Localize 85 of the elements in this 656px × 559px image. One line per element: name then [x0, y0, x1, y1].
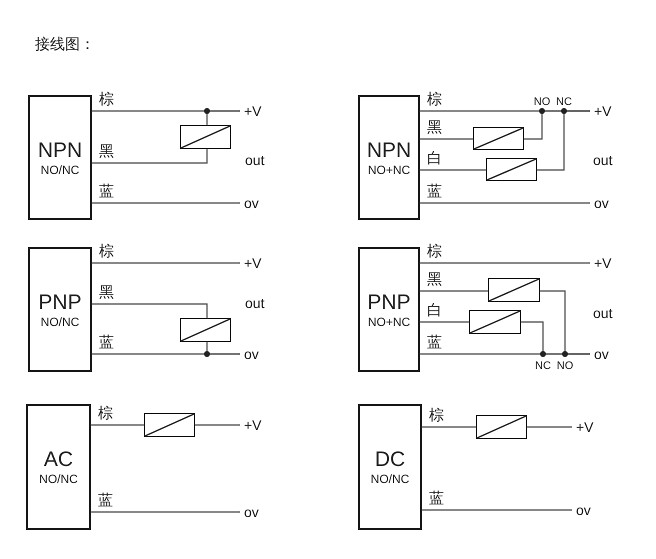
wire [420, 202, 590, 204]
terminal-label: ov [240, 504, 259, 520]
wire [92, 303, 208, 318]
wire [420, 321, 469, 323]
sensor-box [26, 404, 91, 530]
wire [527, 426, 572, 428]
load-symbol [180, 125, 231, 149]
output-mode: NO+NC [368, 314, 410, 328]
sensor-type: NPN [366, 138, 412, 162]
wire [420, 169, 486, 171]
wire-color-label: 蓝 [99, 334, 114, 351]
wire [91, 511, 240, 513]
wire [422, 509, 572, 511]
wire [206, 110, 240, 125]
terminal-label: +V [240, 417, 262, 433]
terminal-label: +V [590, 255, 612, 271]
load-symbol [476, 415, 527, 439]
wire [92, 202, 240, 204]
contact-label: NO [556, 360, 574, 372]
wire-color-label: 棕 [99, 91, 114, 108]
wire-color-label: 棕 [98, 405, 113, 422]
wire-color-label: 黑 [99, 143, 114, 160]
wire-color-label: 棕 [427, 91, 442, 108]
wire-color-label: 棕 [427, 243, 442, 260]
wire-color-label: 蓝 [427, 183, 442, 200]
wire [537, 110, 590, 171]
wire-color-label: 棕 [99, 243, 114, 260]
sensor-box [358, 404, 422, 530]
contact-label: NC [534, 360, 552, 372]
terminal-label: ov [572, 502, 591, 518]
wire-color-label: 蓝 [99, 183, 114, 200]
wire [422, 426, 476, 428]
wire-color-label: 白 [427, 150, 442, 167]
wire [420, 353, 590, 355]
terminal-label: ov [590, 346, 609, 362]
sensor-box [28, 247, 92, 372]
output-label: out [593, 305, 612, 321]
wire [195, 424, 240, 426]
output-label: out [245, 295, 264, 311]
output-mode: NO/NC [40, 314, 80, 328]
output-label: out [245, 152, 264, 168]
load-symbol [180, 318, 231, 342]
wire [91, 424, 144, 426]
wire-color-label: 蓝 [98, 492, 113, 509]
terminal-label: ov [240, 346, 259, 362]
terminal-label: +V [240, 255, 262, 271]
load-symbol [486, 158, 537, 181]
contact-label: NC [555, 96, 573, 108]
wire-color-label: 黑 [427, 271, 442, 288]
output-mode: NO/NC [39, 472, 78, 486]
output-mode: NO/NC [40, 162, 80, 176]
terminal-label: +V [590, 103, 612, 119]
wire-color-label: 蓝 [429, 490, 444, 507]
wire [92, 262, 240, 264]
wire [420, 262, 590, 264]
wire-color-label: 黑 [427, 119, 442, 136]
load-symbol [144, 413, 195, 437]
wire [92, 353, 240, 355]
output-mode: NO+NC [368, 162, 410, 176]
sensor-box [28, 95, 92, 220]
wire-color-label: 白 [427, 302, 442, 319]
sensor-type: AC [44, 448, 74, 472]
terminal-label: +V [572, 419, 594, 435]
terminal-label: ov [590, 195, 609, 211]
wire [420, 138, 473, 140]
terminal-label: ov [240, 195, 259, 211]
load-symbol [473, 127, 524, 150]
load-symbol [469, 310, 521, 334]
sensor-box [358, 95, 420, 220]
sensor-type: NPN [38, 138, 82, 162]
sensor-type: PNP [38, 290, 82, 314]
output-mode: NO/NC [370, 472, 410, 486]
title: 接线图： [35, 35, 95, 54]
load-symbol [488, 278, 540, 302]
sensor-type: PNP [367, 290, 411, 314]
wire [420, 290, 488, 292]
wire-color-label: 黑 [99, 284, 114, 301]
terminal-label: +V [240, 103, 262, 119]
contact-label: NO [532, 96, 552, 108]
sensor-box [358, 247, 420, 372]
sensor-type: DC [374, 448, 406, 472]
wire-color-label: 棕 [429, 407, 444, 424]
wire [92, 149, 208, 164]
wire-color-label: 蓝 [427, 334, 442, 351]
output-label: out [593, 152, 612, 168]
